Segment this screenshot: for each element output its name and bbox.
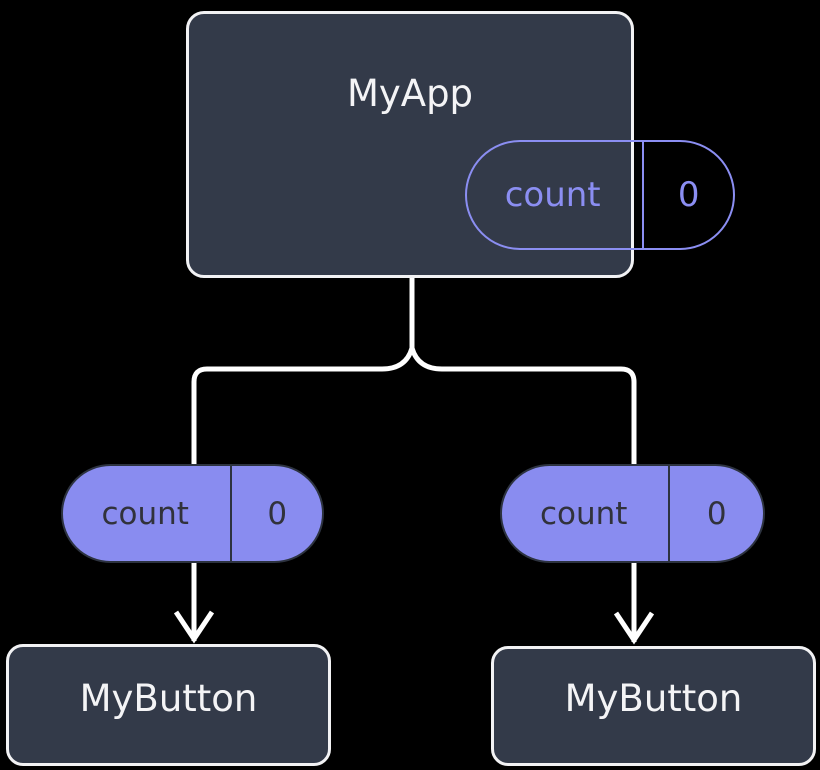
edge-myapp-to-state-right	[409, 347, 637, 466]
state-pill-left[interactable]: count 0	[61, 464, 324, 563]
component-title-mybutton-right: MyButton	[564, 677, 743, 720]
component-node-mybutton-left[interactable]: MyButton	[6, 644, 331, 766]
state-value-label: 0	[642, 142, 733, 248]
state-pill-myapp[interactable]: count 0	[465, 140, 735, 250]
state-pill-right[interactable]: count 0	[500, 464, 765, 563]
edge-myapp-to-state-left	[191, 347, 415, 466]
component-node-myapp[interactable]: MyApp count 0	[186, 11, 735, 278]
component-title-myapp: MyApp	[346, 72, 474, 115]
state-value-label: 0	[668, 466, 763, 561]
state-key-label: count	[504, 175, 601, 215]
state-key-label: count	[539, 495, 628, 532]
arrowhead-left-icon	[173, 610, 215, 644]
arrowhead-right-icon	[613, 611, 655, 645]
state-value-label: 0	[230, 466, 322, 561]
component-title-mybutton-left: MyButton	[79, 677, 258, 720]
component-node-mybutton-right[interactable]: MyButton	[491, 646, 816, 766]
state-key-label: count	[101, 495, 189, 532]
